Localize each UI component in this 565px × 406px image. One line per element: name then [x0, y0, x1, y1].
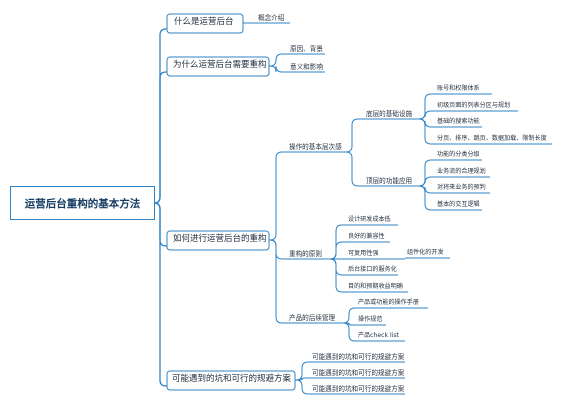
leaf-pitfall-1[interactable]: 可能遇到的坑和可行的规避方案 — [312, 353, 405, 361]
link-management-2 — [342, 322, 356, 342]
node-operation-levels[interactable]: 操作的基本层次感 — [289, 143, 342, 151]
link-top-2 — [413, 185, 435, 194]
node-meaning-impact[interactable]: 意义和影响 — [290, 63, 323, 71]
link-why-reason — [269, 53, 288, 67]
leaf-paging-sorting[interactable]: 分页、排序、跳页、数据加载、限制长度 — [437, 135, 547, 142]
link-root-why — [153, 71, 167, 204]
topic-how-to-refactor[interactable]: 如何进行运营后台的重构 — [173, 234, 267, 244]
leaf-operation-manual[interactable]: 产品或功能的操作手册 — [358, 299, 419, 306]
leaf-compatibility[interactable]: 良好的兼容性 — [348, 233, 385, 240]
leaf-account-permissions[interactable]: 账号和权限体系 — [437, 85, 480, 92]
leaf-pitfall-2[interactable]: 可能遇到的坑和可行的规避方案 — [312, 369, 405, 377]
link-top-3 — [413, 185, 435, 211]
leaf-clear-goals[interactable]: 目的和预期收益明确 — [348, 283, 403, 290]
topic-pitfalls[interactable]: 可能遇到的坑和可行的规避方案 — [172, 374, 292, 384]
leaf-low-cost[interactable]: 设计研发成本低 — [348, 216, 391, 223]
link-how-principles — [269, 239, 287, 260]
leaf-business-flow[interactable]: 业务流的合理规划 — [437, 168, 486, 175]
leaf-component-dev[interactable]: 组件化的开发 — [407, 249, 444, 256]
link-basic-0 — [413, 93, 435, 120]
link-top-1 — [413, 176, 435, 187]
link-pitfall-0 — [295, 361, 310, 381]
leaf-reusability[interactable]: 可复用性强 — [348, 250, 379, 257]
node-reason-background[interactable]: 原因、背景 — [290, 45, 323, 53]
link-management-1 — [343, 322, 356, 326]
link-levels-basic — [345, 118, 364, 153]
node-product-management[interactable]: 产品的后续管理 — [289, 314, 336, 322]
node-concept-intro[interactable]: 概念介绍 — [258, 14, 285, 22]
link-why-meaning — [269, 65, 288, 73]
link-management-0 — [342, 307, 356, 324]
node-top-features[interactable]: 顶层的功能应用 — [366, 177, 413, 185]
leaf-pitfall-3[interactable]: 可能遇到的坑和可行的规避方案 — [312, 385, 405, 393]
topic-what-is-ops-backend[interactable]: 什么是运营后台 — [174, 17, 234, 27]
link-basic-2 — [413, 118, 435, 128]
link-basic-3 — [413, 118, 435, 145]
link-pitfall-2 — [295, 379, 310, 395]
link-pitfall-1 — [295, 377, 310, 381]
leaf-interaction-logic[interactable]: 基本的交互逻辑 — [437, 201, 480, 208]
node-refactor-principles[interactable]: 重构的原则 — [289, 250, 322, 258]
link-how-levels — [269, 151, 287, 241]
node-basic-infrastructure[interactable]: 底层的基础设施 — [366, 110, 413, 118]
link-basic-1 — [413, 110, 435, 120]
link-principle-4 — [324, 258, 346, 293]
topic-why-refactor[interactable]: 为什么运营后台需要重构 — [173, 60, 267, 70]
leaf-check-list[interactable]: 产品check list — [358, 332, 399, 339]
leaf-service-api[interactable]: 后台接口的服务化 — [348, 266, 397, 273]
leaf-future-prediction[interactable]: 对将来业务的预判 — [437, 184, 486, 191]
link-principle-1 — [324, 241, 346, 260]
link-top-0 — [413, 159, 435, 187]
leaf-list-partition[interactable]: 初级页面的列表分区与规划 — [437, 102, 511, 109]
link-how-management — [269, 239, 287, 324]
root-topic[interactable]: 运营后台重构的基本方法 — [10, 186, 155, 220]
leaf-operation-norms[interactable]: 操作规范 — [358, 316, 383, 323]
link-levels-top — [345, 151, 364, 187]
link-root-pitfalls — [153, 202, 167, 387]
leaf-basic-search[interactable]: 基础的搜索功能 — [437, 118, 480, 125]
leaf-feature-classification[interactable]: 功能的分类分级 — [437, 151, 480, 158]
